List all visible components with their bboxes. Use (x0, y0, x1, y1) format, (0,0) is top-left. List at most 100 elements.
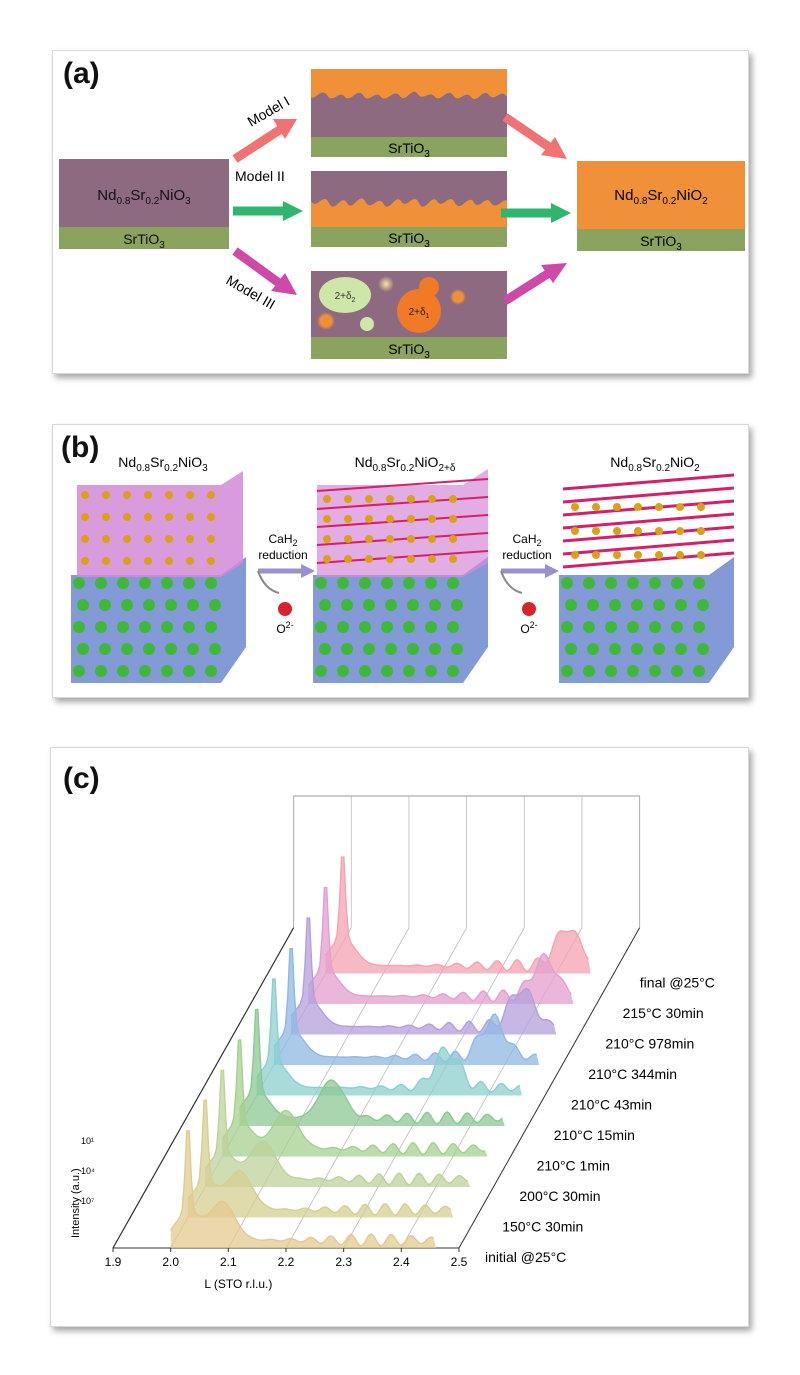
series-line (204, 1069, 469, 1186)
nio2-plane (562, 473, 735, 491)
nd-atom (323, 495, 331, 503)
panel-b: (b) Nd0.8Sr0.2NiO3 Nd0.8Sr0.2NiO2+δ Nd0.… (52, 424, 749, 698)
series-label: 150°C 30min (502, 1219, 583, 1235)
sr-atom (143, 599, 155, 611)
nio2-plane (562, 486, 735, 504)
sr-atom (565, 599, 577, 611)
series-trace (187, 1099, 454, 1218)
nd-atom (634, 527, 642, 535)
series-line (170, 1129, 434, 1247)
nd-atom (613, 551, 621, 559)
sr-atom (165, 643, 177, 655)
sr-atom (99, 643, 111, 655)
sr-atom (187, 599, 199, 611)
sr-atom (627, 577, 639, 589)
step2-ion-label: O2- (520, 620, 537, 636)
nd-atom (407, 515, 415, 523)
sr-atom (117, 665, 129, 677)
nd-atom (365, 495, 373, 503)
series-area (205, 1070, 471, 1187)
end-film-layer (577, 161, 745, 229)
nd-atom (676, 503, 684, 511)
nd-atom (676, 551, 684, 559)
nd-atom (613, 503, 621, 511)
sr-atom (403, 577, 415, 589)
nd-atom (697, 503, 705, 511)
nd-atom (344, 535, 352, 543)
sr-atom (341, 599, 353, 611)
sr-atom (95, 665, 107, 677)
series-label: final @25°C (640, 975, 715, 991)
sr-atom (587, 643, 599, 655)
nd-atom (592, 551, 600, 559)
step1-label: reduction (258, 548, 307, 562)
series-area (308, 887, 574, 1004)
series-label: 210°C 1min (537, 1158, 610, 1174)
step1-ion-curve (257, 570, 280, 594)
sr-atom (359, 621, 371, 633)
sr-atom (337, 621, 349, 633)
nd-atom (323, 555, 331, 563)
nd-atom (207, 513, 215, 521)
structure3-formula: Nd0.8Sr0.2NiO2 (610, 454, 700, 474)
sr-atom (205, 621, 217, 633)
model2-substrate (311, 227, 507, 247)
step2-label: reduction (502, 548, 551, 562)
sr-atom (653, 599, 665, 611)
sr-atom (121, 599, 133, 611)
sr-atom (671, 577, 683, 589)
arrow-model2-in (233, 201, 303, 221)
model3-substrate-label: SrTiO3 (388, 341, 430, 361)
bubble-small-label: 2+δ2 (335, 291, 356, 304)
series-area (291, 918, 557, 1035)
sr-atom (319, 643, 331, 655)
sr-atom (381, 621, 393, 633)
start-film-label: Nd0.8Sr0.2NiO3 (97, 187, 191, 207)
model1-substrate (311, 137, 507, 157)
sr-atom (183, 665, 195, 677)
panel-b-label: (b) (61, 431, 100, 464)
panel-a-label: (a) (63, 57, 100, 90)
sr-atom (139, 577, 151, 589)
nd-atom (186, 557, 194, 565)
sr-atom (139, 665, 151, 677)
x-tick-label: 2.3 (335, 1255, 352, 1269)
step1-oxygen-ion (278, 602, 292, 616)
nd-atom (186, 513, 194, 521)
sr-atom (403, 665, 415, 677)
y-axis-label: Intensity (a.u.) (70, 1168, 82, 1238)
nd-atom (655, 503, 663, 511)
step2-ion-curve (500, 570, 523, 594)
nd-atom (592, 527, 600, 535)
sr-atom (117, 577, 129, 589)
nd-atom (428, 515, 436, 523)
nd-atom (344, 495, 352, 503)
series-line (273, 947, 537, 1063)
sr-atom (671, 621, 683, 633)
series-label: initial @25°C (485, 1249, 566, 1265)
nd-atom (144, 491, 152, 499)
sr-atom (209, 599, 221, 611)
sr-atom (381, 577, 393, 589)
nio2-plane (562, 525, 735, 543)
nio2-plane (562, 538, 735, 556)
crystal-structures (71, 469, 735, 683)
nd-atom (144, 513, 152, 521)
panel-a-diagram: Nd0.8Sr0.2NiO3 SrTiO3 SrTiO3 SrTiO3 2+δ2… (59, 69, 745, 361)
nio2-plane (562, 512, 735, 530)
substrate-lattice (313, 557, 488, 683)
series-line (187, 1099, 452, 1217)
nd-atom (571, 527, 579, 535)
sr-atom (363, 643, 375, 655)
sr-atom (73, 621, 85, 633)
end-substrate-label: SrTiO3 (640, 233, 682, 253)
sr-atom (187, 643, 199, 655)
nd-atom (344, 515, 352, 523)
nd-atom (697, 527, 705, 535)
glow-dot (317, 312, 335, 330)
sr-atom (609, 599, 621, 611)
sr-atom (627, 621, 639, 633)
nd-atom (207, 557, 215, 565)
nd-atom (207, 491, 215, 499)
sr-atom (631, 643, 643, 655)
